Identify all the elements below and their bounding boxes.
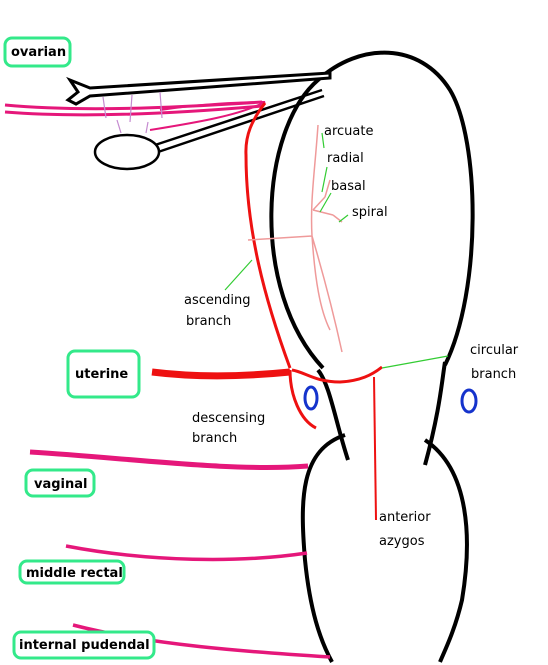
label-box-middle-rectal: middle rectal — [18, 559, 126, 585]
cervix-outline — [316, 361, 447, 466]
ovary — [93, 133, 161, 171]
ovarian-ligament — [154, 88, 325, 154]
label-arcuate: arcuate — [324, 124, 373, 139]
ovarian-artery — [4, 100, 263, 117]
label-ascending-line1: ascending — [184, 293, 250, 308]
left-ureter — [303, 385, 319, 411]
label-ovarian: ovarian — [11, 45, 66, 60]
label-anterior-line1: anterior — [379, 510, 431, 525]
label-anterior-line2: azygos — [379, 534, 425, 549]
label-descensing-line2: branch — [192, 431, 237, 446]
label-radial: radial — [327, 151, 364, 166]
label-basal: basal — [331, 179, 366, 194]
pointer-lines — [224, 132, 449, 369]
label-middle-rectal: middle rectal — [26, 566, 123, 581]
ovarian-artery-tubal-loop — [149, 101, 266, 131]
uterus-body-outline — [269, 50, 475, 370]
anterior-azygos-artery — [373, 376, 377, 521]
label-circular-line2: branch — [471, 367, 516, 382]
label-vaginal: vaginal — [34, 477, 88, 492]
label-box-vaginal: vaginal — [24, 468, 96, 498]
label-descensing-line1: descensing — [192, 411, 265, 426]
label-uterine: uterine — [75, 367, 128, 382]
descending-branch-artery — [288, 369, 317, 430]
fallopian-tube — [65, 71, 332, 106]
label-ascending-line2: branch — [186, 314, 231, 329]
label-box-internal-pudendal: internal pudendal — [12, 630, 156, 660]
vaginal-artery — [29, 449, 309, 470]
label-box-uterine: uterine — [66, 349, 141, 399]
label-circular-line1: circular — [470, 343, 519, 358]
right-ureter — [460, 388, 478, 414]
label-box-ovarian: ovarian — [3, 36, 72, 68]
circular-branch-artery — [291, 365, 383, 384]
myometrial-branches — [247, 124, 343, 353]
label-internal-pudendal: internal pudendal — [19, 638, 150, 653]
middle-rectal-artery — [65, 544, 308, 562]
vagina-outline — [300, 433, 469, 663]
label-spiral: spiral — [352, 205, 388, 220]
uterine-artery — [151, 368, 291, 380]
ovarian-small-branches — [102, 91, 163, 134]
ascending-branch-artery — [244, 102, 292, 369]
